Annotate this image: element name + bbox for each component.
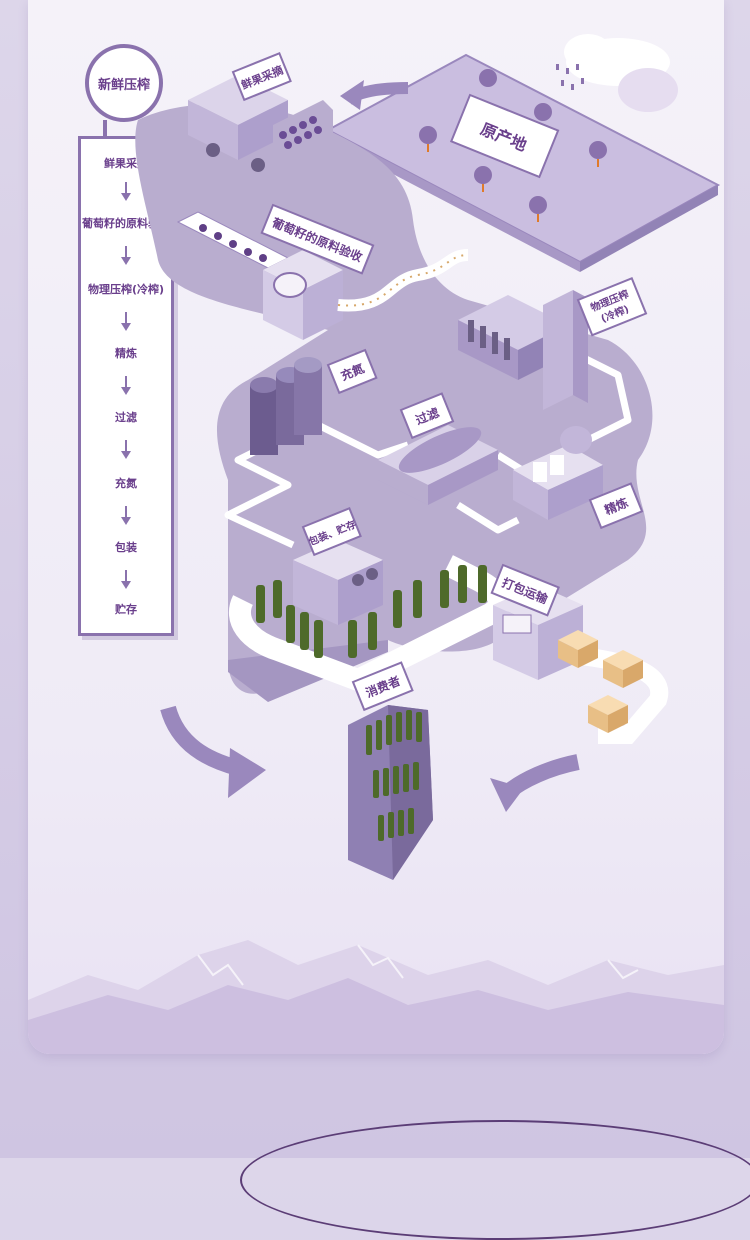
sign-picking: 鲜果采摘 — [231, 51, 292, 102]
step-7: 包装 — [115, 541, 137, 554]
board-post-left — [103, 120, 107, 138]
sign-origin: 原产地 — [449, 93, 560, 179]
sign-nitrogen: 充氮 — [326, 348, 378, 395]
step-8: 贮存 — [115, 603, 137, 616]
consumer-shelf — [348, 705, 433, 880]
refining-machine — [513, 426, 603, 520]
shipping-station — [493, 585, 669, 744]
step-5: 过滤 — [115, 411, 137, 424]
decorative-arc — [240, 1120, 750, 1240]
factory-scene: 原产地 鲜果采摘 葡萄籽的原料验收 物理压榨 (冷榨) 充氮 过滤 精炼 — [28, 34, 724, 1054]
infographic-card: 新鲜压榨 鲜果采摘 葡萄籽的原料验收 物理压榨(冷榨) 精炼 过滤 充氮 包装 … — [28, 0, 724, 1054]
cargo-boxes — [558, 630, 643, 733]
cold-press-machine — [458, 290, 588, 410]
step-6: 充氮 — [115, 477, 137, 490]
sign-pressing: 物理压榨 (冷榨) — [576, 276, 648, 337]
flow-arrows — [160, 80, 580, 812]
sign-consumer: 消费者 — [351, 661, 414, 712]
sign-refining: 精炼 — [588, 482, 644, 530]
cloud-icon — [556, 34, 678, 112]
harvest-truck — [188, 75, 333, 175]
step-4: 精炼 — [115, 347, 137, 360]
down-arrow-icon — [121, 312, 131, 331]
inspection-machine — [263, 250, 343, 340]
down-arrow-icon — [121, 376, 131, 395]
sign-packing: 包装、贮存 — [301, 506, 362, 557]
down-arrow-icon — [121, 440, 131, 459]
down-arrow-icon — [121, 182, 131, 201]
step-3: 物理压榨(冷榨) — [87, 283, 165, 296]
step-2: 葡萄籽的原料验收 — [82, 217, 170, 230]
process-title-badge: 新鲜压榨 — [85, 44, 163, 122]
down-arrow-icon — [121, 570, 131, 589]
filter-machine — [378, 425, 498, 505]
process-title: 新鲜压榨 — [97, 77, 150, 93]
down-arrow-icon — [121, 506, 131, 525]
seed-conveyor — [337, 249, 469, 312]
down-arrow-icon — [121, 246, 131, 265]
sign-filtering: 过滤 — [399, 392, 455, 440]
nitrogen-tanks — [250, 357, 322, 455]
mountains-illustration — [28, 940, 724, 1054]
